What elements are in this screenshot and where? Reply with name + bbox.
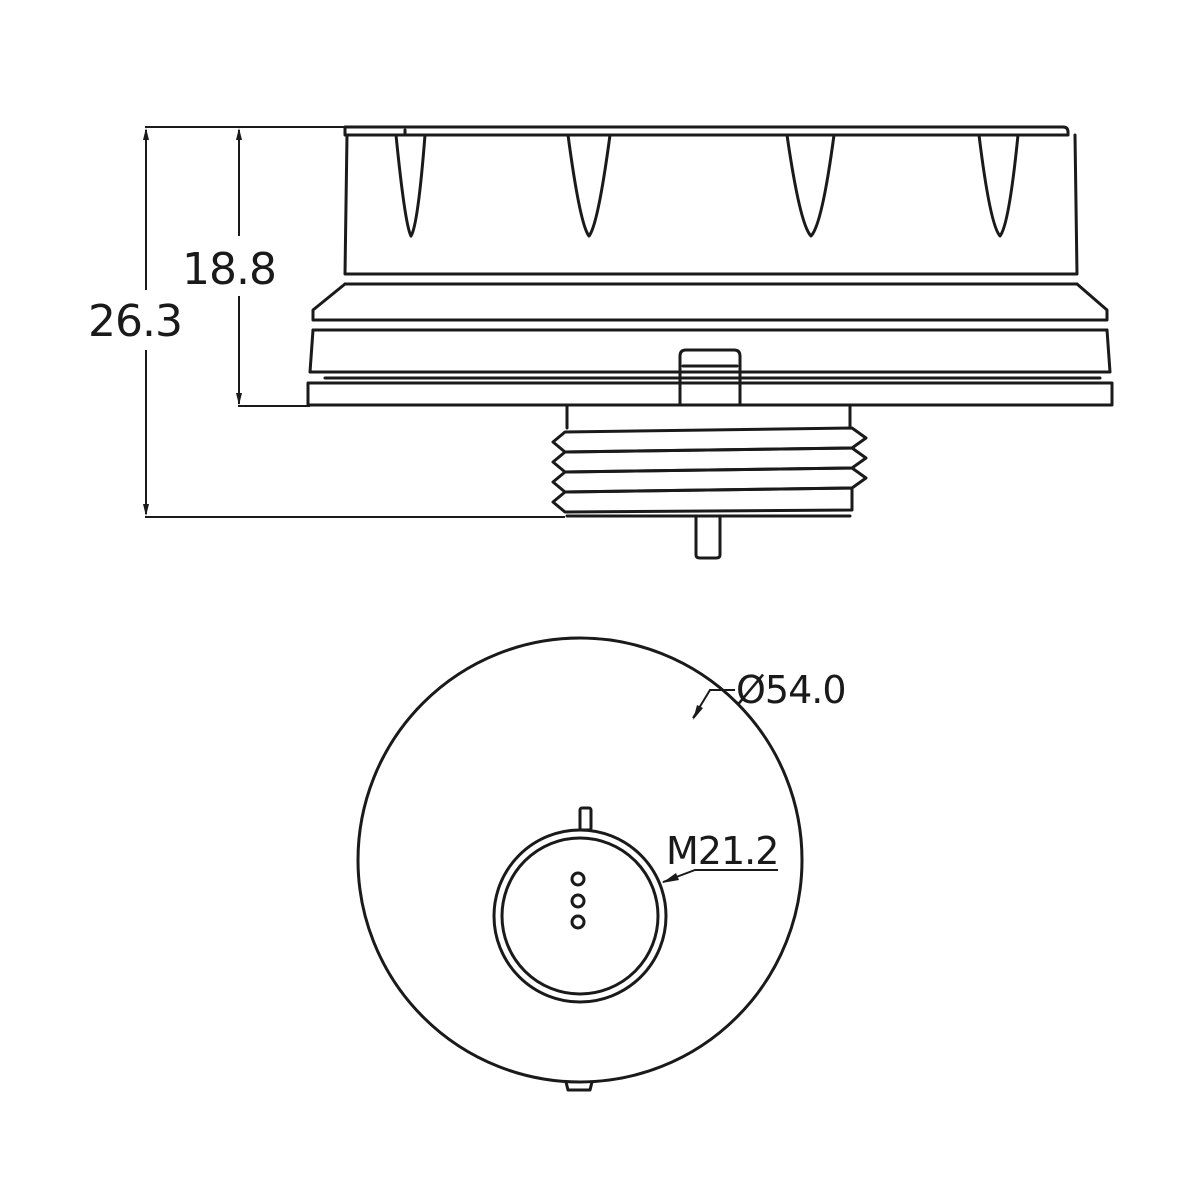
grip-notch [394,133,427,238]
hole [570,893,586,909]
arrow-icon [236,128,242,140]
chamfer [311,282,1109,322]
arrow-icon [693,705,703,720]
grip-notch [785,133,836,238]
grip-notch [566,133,612,238]
dimension-outer-diameter: Ø54.0 [736,668,847,712]
key-tab [678,348,742,407]
lower-body [308,328,1112,374]
hole [570,871,586,887]
upper-body [343,133,1079,276]
outer-circle [356,636,804,1084]
grip-notch [977,133,1020,238]
top-rim [343,125,1070,137]
dimension-body-height: 18.8 [182,244,277,295]
side-view [143,125,1114,560]
thread [551,426,868,518]
bottom-tab [564,1080,594,1092]
arrow-icon [662,873,679,883]
arrow-icon [143,504,149,516]
thread-shoulder [565,404,852,430]
flange [306,381,1114,407]
thread-inner-circle [500,836,660,996]
arrow-icon [236,393,242,405]
key-tab-top [578,806,593,832]
pin [694,515,722,560]
top-view [356,636,804,1092]
hole [570,914,586,930]
dimension-thread: M21.2 [666,829,779,873]
dimension-overall-height: 26.3 [88,296,183,347]
arrow-icon [143,128,149,140]
